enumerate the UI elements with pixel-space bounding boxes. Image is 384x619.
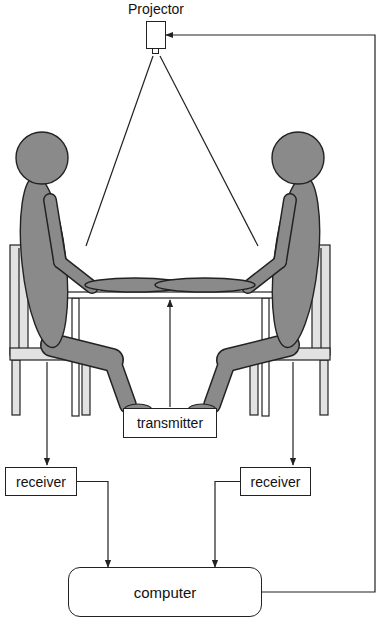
- projector-body: [146, 21, 166, 49]
- computer-box: computer: [68, 567, 262, 617]
- signal-arrow: [46, 362, 47, 465]
- signal-arrow: [169, 300, 170, 407]
- node-label: computer: [134, 584, 197, 601]
- transmitter-box: transmitter: [123, 408, 217, 438]
- receiver-box: receiver: [240, 467, 311, 496]
- projection-line: [86, 56, 153, 246]
- connector-arrow: [77, 482, 108, 568]
- node-label: Projector: [126, 0, 186, 18]
- connector-arrow: [215, 482, 240, 568]
- projector-lens: [152, 48, 159, 54]
- projector: Projector: [126, 0, 186, 58]
- node-label: transmitter: [137, 415, 203, 431]
- node-label: receiver: [251, 474, 301, 490]
- projection-line: [160, 56, 258, 246]
- receiver-box: receiver: [5, 467, 77, 496]
- person: [13, 132, 152, 416]
- connector-arrow: [166, 35, 375, 592]
- node-label: receiver: [16, 474, 66, 490]
